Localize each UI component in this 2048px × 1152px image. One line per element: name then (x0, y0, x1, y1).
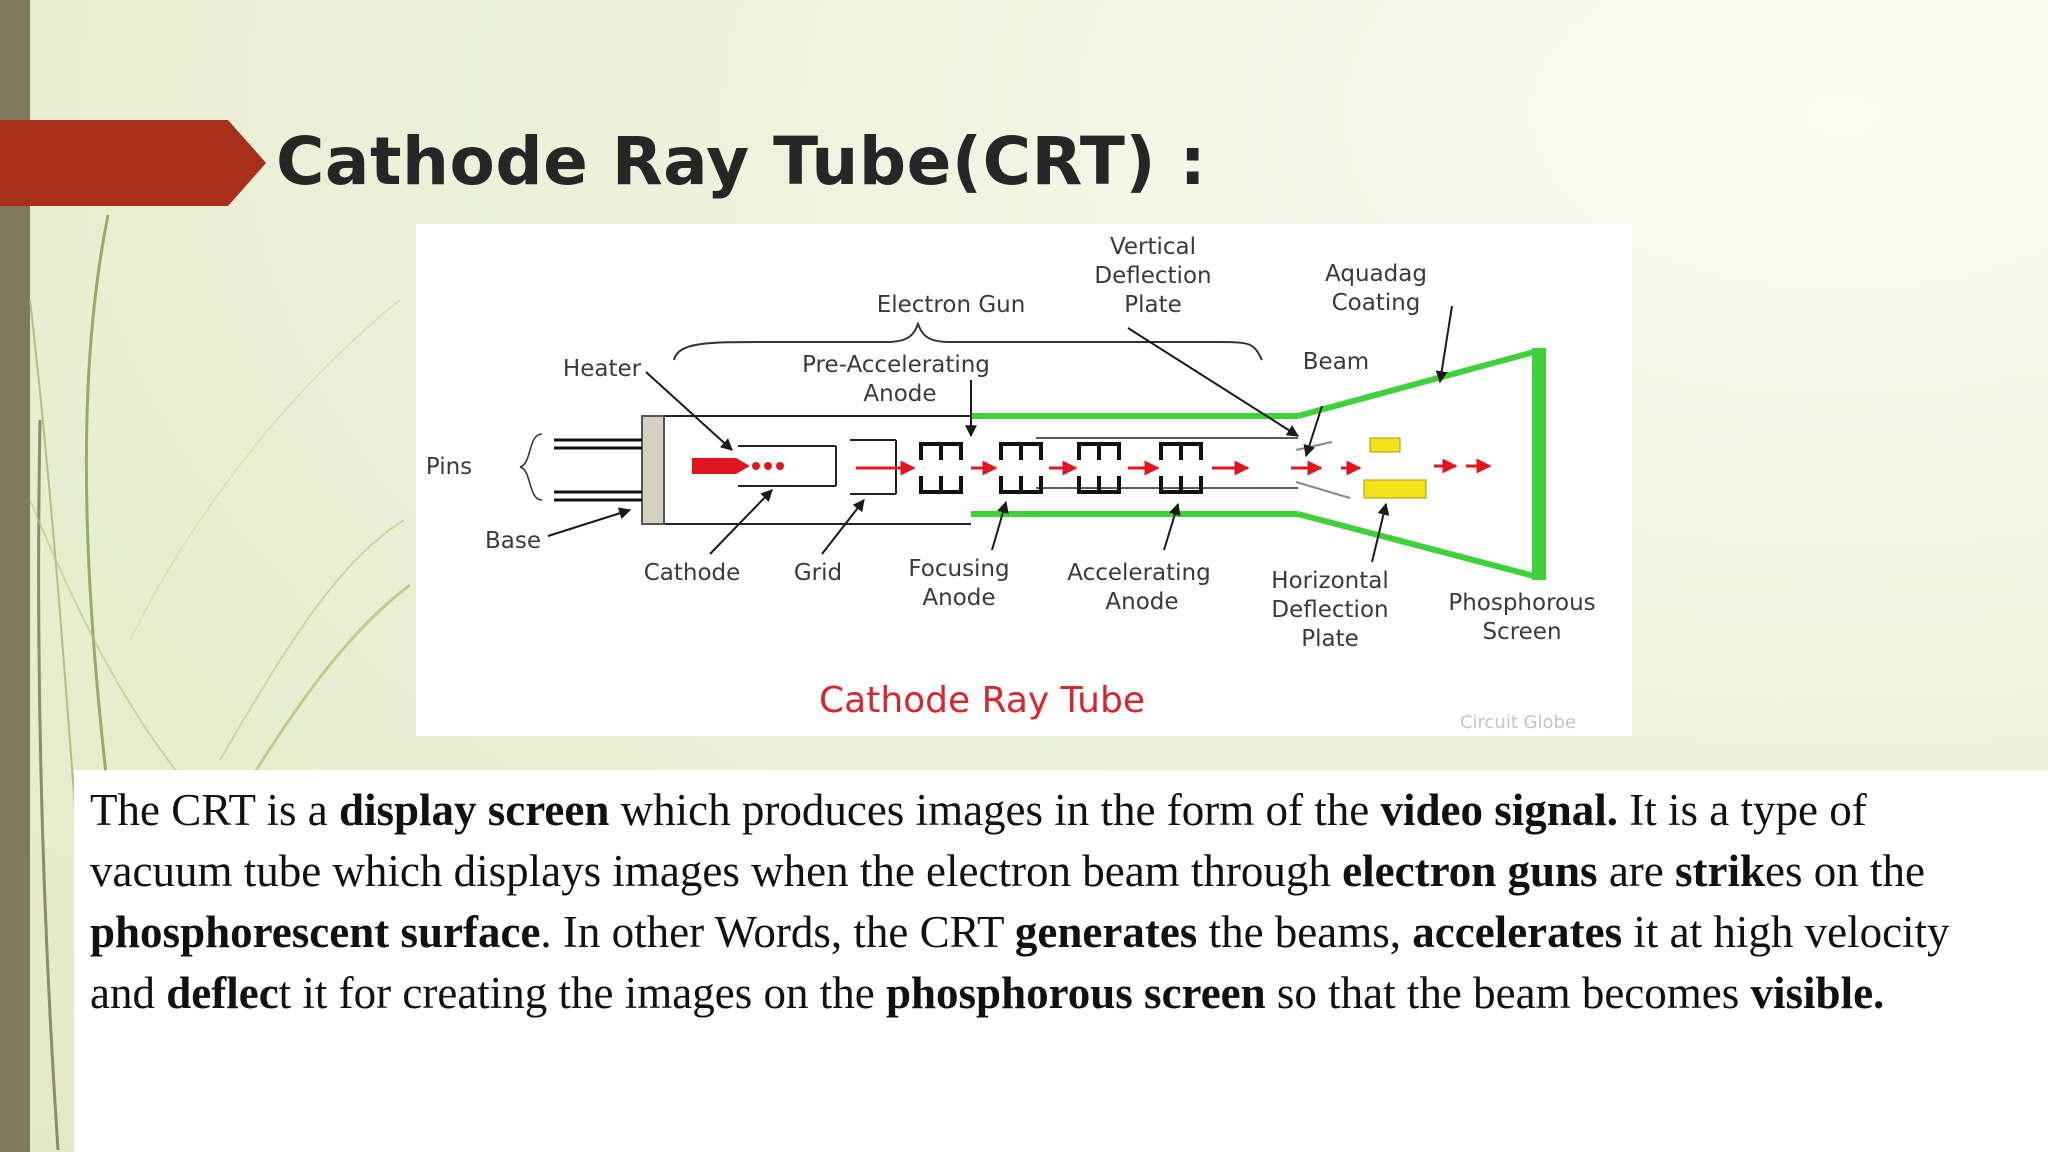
label-focusing-1: Focusing (908, 556, 1009, 582)
label-aquadag-2: Coating (1332, 290, 1421, 316)
electron-gun-brace (673, 321, 1263, 361)
label-pre-accelerating-1: Pre-Accelerating (802, 352, 990, 378)
text-run: so that the beam becomes (1265, 968, 1751, 1018)
label-electron-gun: Electron Gun (877, 292, 1026, 318)
phosphorous-screen-shape (1532, 348, 1546, 580)
vertical-plate-lower (1295, 481, 1351, 499)
label-pins: Pins (426, 454, 472, 480)
label-vertical-deflection-1: Vertical (1110, 234, 1196, 260)
tube-outline (656, 349, 1535, 579)
grid-shape (738, 439, 897, 495)
crt-description: The CRT is a display screen which produc… (90, 780, 2020, 1024)
crt-diagram-panel: Vertical Deflection Plate Aquadag Coatin… (416, 224, 1632, 736)
text-run: are (1597, 846, 1676, 896)
text-run: t it for creating the images on the (278, 968, 886, 1018)
bold-term: phosphorescent surface (90, 907, 541, 957)
horizontal-plate-lower (1363, 479, 1427, 499)
label-phosphorous-1: Phosphorous (1448, 590, 1595, 616)
title-arrow-marker (0, 120, 266, 206)
bold-term: phosphorous screen (885, 968, 1266, 1018)
label-cathode: Cathode (644, 560, 741, 586)
label-vertical-deflection-2: Deflection (1094, 263, 1211, 289)
cathode-shape (692, 458, 784, 474)
label-horizontal-3: Plate (1301, 626, 1359, 652)
label-aquadag-1: Aquadag (1325, 261, 1427, 287)
slide-title: Cathode Ray Tube(CRT) : (276, 123, 1207, 200)
label-vertical-deflection-3: Plate (1124, 292, 1182, 318)
bold-term: video signal. (1380, 785, 1618, 835)
label-base: Base (485, 528, 541, 554)
crt-diagram: Vertical Deflection Plate Aquadag Coatin… (426, 234, 1596, 733)
label-accelerating-1: Accelerating (1067, 560, 1210, 586)
label-horizontal-1: Horizontal (1271, 568, 1388, 594)
label-pre-accelerating-2: Anode (863, 381, 936, 407)
text-run: it at high velocity and (90, 907, 1950, 1018)
pins-shape (519, 433, 642, 502)
diagram-caption: Cathode Ray Tube (819, 680, 1145, 721)
bold-term: display screen (338, 785, 610, 835)
label-beam: Beam (1303, 349, 1369, 375)
text-run: It is a type of vacuum tube which displa… (90, 785, 1867, 896)
label-grid: Grid (794, 560, 842, 586)
label-leader-arrows (547, 305, 1453, 563)
bold-term: deflec (166, 968, 279, 1018)
vertical-plate-upper (1295, 441, 1333, 451)
bold-term: electron guns (1342, 846, 1598, 896)
text-run: es on the (1765, 846, 1925, 896)
label-accelerating-2: Anode (1105, 589, 1178, 615)
text-run: The CRT is a (90, 785, 339, 835)
label-horizontal-2: Deflection (1271, 597, 1388, 623)
label-focusing-2: Anode (922, 585, 995, 611)
label-heater: Heater (563, 356, 642, 382)
bold-term: visible. (1750, 968, 1885, 1018)
anode-plates (919, 442, 1203, 494)
diagram-watermark: Circuit Globe (1460, 712, 1576, 733)
text-run: the beams, (1197, 907, 1413, 957)
label-phosphorous-2: Screen (1482, 619, 1561, 645)
electron-beam-arrows (856, 458, 1492, 476)
horizontal-plate-upper (1369, 437, 1401, 453)
bold-term: accelerates (1412, 907, 1623, 957)
description-panel: The CRT is a display screen which produc… (74, 770, 2048, 1152)
text-run: which produces images in the form of the (609, 785, 1381, 835)
bold-term: strik (1675, 846, 1766, 896)
bold-term: generates (1014, 907, 1198, 957)
base-shape (641, 415, 665, 525)
text-run: . In other Words, the CRT (540, 907, 1015, 957)
